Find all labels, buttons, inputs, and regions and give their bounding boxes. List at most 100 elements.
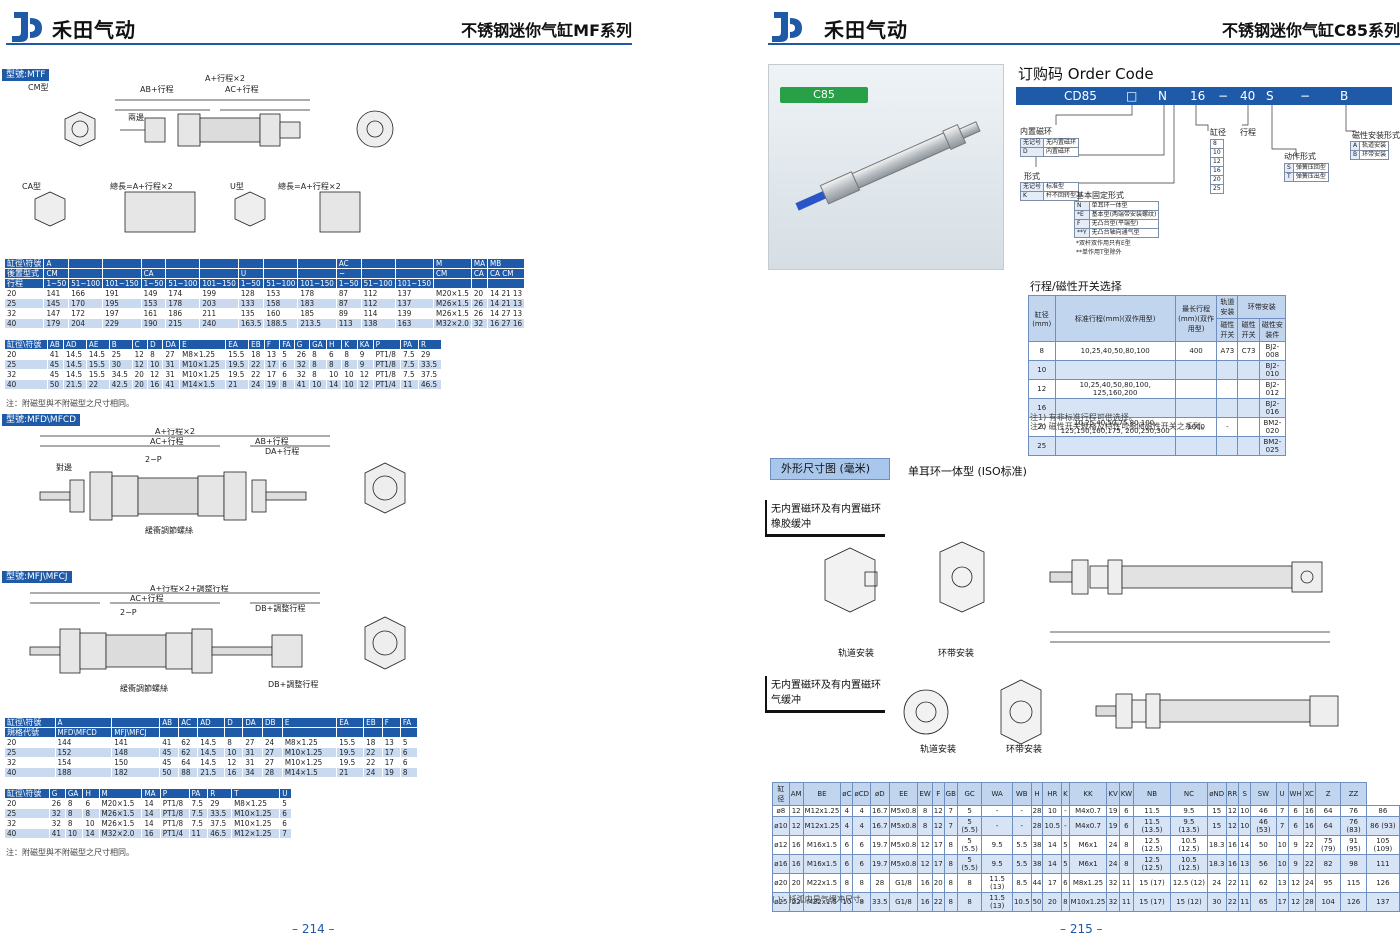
stroke-table: 缸径(mm) 标准行程(mm)(双作用型) 最长行程(mm)(双作用型) 轨道安… [1028, 295, 1287, 456]
stroke-note-2: 注2) 磁性开关规格及特性可参阅磁性开关之系列。 [1030, 422, 1209, 431]
table-cell: 12 [931, 805, 945, 817]
table-header-cell [165, 258, 201, 269]
order-code-bar [1016, 87, 1392, 105]
table-cell: 5 (5.5) [956, 816, 983, 836]
table-cell: 163.5 [237, 318, 265, 329]
table-cell: 188 [54, 767, 113, 778]
table-cell: 144 [54, 737, 113, 748]
table-cell: 15 (17) [1133, 873, 1171, 893]
table-cell: 12 [147, 369, 164, 380]
table-cell: 16 27 16 [487, 318, 526, 329]
table-header-cell: K [1061, 782, 1070, 806]
st-h-mount: 磁性安装件 [1258, 318, 1287, 342]
table-cell: 14.5 [85, 349, 110, 360]
table-cell: 50 [159, 767, 180, 778]
table-cell: 8 [840, 873, 854, 893]
table-cell: M5x0.8 [888, 805, 919, 817]
table-cell: 98 [1340, 854, 1367, 874]
table-cell: 34.5 [108, 369, 133, 380]
table-cell: 31 [242, 747, 263, 758]
table-cell: 26 [293, 349, 311, 360]
table-cell: 14.5 [197, 737, 226, 748]
table-header-cell: F [931, 782, 945, 806]
table-header-cell [360, 268, 396, 279]
table-cell: 240 [199, 318, 239, 329]
table-cell: 19.5 [336, 757, 365, 768]
bore-row: 16 [1210, 166, 1224, 176]
table-cell: 5 [1061, 854, 1070, 874]
mfj-drawing: A+行程×2+調整行程 AC+行程 DB+調整行程 2−P 緩衝調節螺絲 DB+… [29, 585, 406, 693]
table-cell: 12 [788, 816, 804, 836]
table-cell: 95 [1314, 873, 1342, 893]
table-cell: 13 [263, 349, 281, 360]
code-form: N [1158, 89, 1167, 103]
table-cell: 46.5 [418, 379, 442, 390]
table-cell: 7 [943, 805, 958, 817]
table-header-cell: AB [159, 717, 180, 728]
table-cell: 28 [870, 873, 890, 893]
table-cell: 17 [931, 835, 945, 855]
table-header-cell: A [43, 258, 70, 269]
table-cell: 32 [48, 808, 66, 819]
cylinder-image [795, 121, 981, 211]
table-header-cell: SW [1250, 782, 1277, 806]
table-cell: 25 [1028, 436, 1056, 456]
table-cell: BJ2-008 [1258, 341, 1287, 361]
table-cell: PT1/8 [159, 818, 190, 829]
table-cell: 113 [335, 318, 362, 329]
table-cell: 6 [279, 369, 295, 380]
table-header-cell: 51~100 [165, 278, 201, 289]
table-cell: 20 [4, 349, 48, 360]
table-cell: 114 [360, 308, 396, 319]
table-cell: 11 [1238, 873, 1252, 893]
table-cell: M26×1.5 [433, 298, 472, 309]
table-header-cell: G [48, 788, 66, 799]
table-header-cell: 缸徑\符號 [3, 258, 45, 269]
rubber-cushion-box: 无内置磁环及有内置磁环 橡胶缓冲 [765, 500, 885, 537]
option-desc: 无凸台轴向通气型 [1088, 228, 1160, 238]
table-cell: 12 [1287, 892, 1304, 912]
table-cell: 11.5 (13.5) [1133, 816, 1171, 836]
table-cell: 19 [263, 379, 281, 390]
table-cell: 8 [943, 854, 958, 874]
table-header-cell: R [418, 339, 442, 350]
table-cell: 15.5 [225, 349, 250, 360]
table-cell: 17 [263, 369, 281, 380]
table-cell: 32 [4, 818, 50, 829]
table-header-cell [394, 258, 435, 269]
table-cell: 12 [1225, 816, 1240, 836]
table-cell: 8 [64, 818, 84, 829]
table-cell: 8 [309, 359, 328, 370]
table-cell: 15 (12) [1169, 892, 1208, 912]
table-header-cell: B [108, 339, 133, 350]
table-cell: ø20 [772, 873, 790, 893]
table-header-cell: D [147, 339, 164, 350]
table-header-cell: MFD\MFCD [54, 727, 113, 738]
table-cell: 5 [279, 798, 292, 809]
table-cell: 17 [381, 747, 401, 758]
table-cell: C73 [1237, 341, 1260, 361]
table-cell: M5x0.8 [888, 816, 919, 836]
table-cell: 8 [82, 808, 100, 819]
table-header-cell: T [231, 788, 281, 799]
table-cell: 179 [43, 318, 70, 329]
table-cell: 8 [341, 349, 358, 360]
table-cell: ø16 [772, 854, 790, 874]
label-inner-magnet: 内置磁环 [1020, 127, 1052, 136]
table-cell: 8.5 [1011, 873, 1032, 893]
table-header-cell: F [381, 717, 401, 728]
table-header-cell: 1~50 [335, 278, 362, 289]
table-cell: 137 [394, 298, 435, 309]
table-cell: 128 [237, 288, 265, 299]
table-cell: - [1061, 805, 1070, 817]
table-header-cell [381, 727, 401, 738]
table-cell: PT1/8 [372, 359, 402, 370]
table-cell: 161 [140, 308, 167, 319]
table-cell: 7.5 [400, 349, 419, 360]
